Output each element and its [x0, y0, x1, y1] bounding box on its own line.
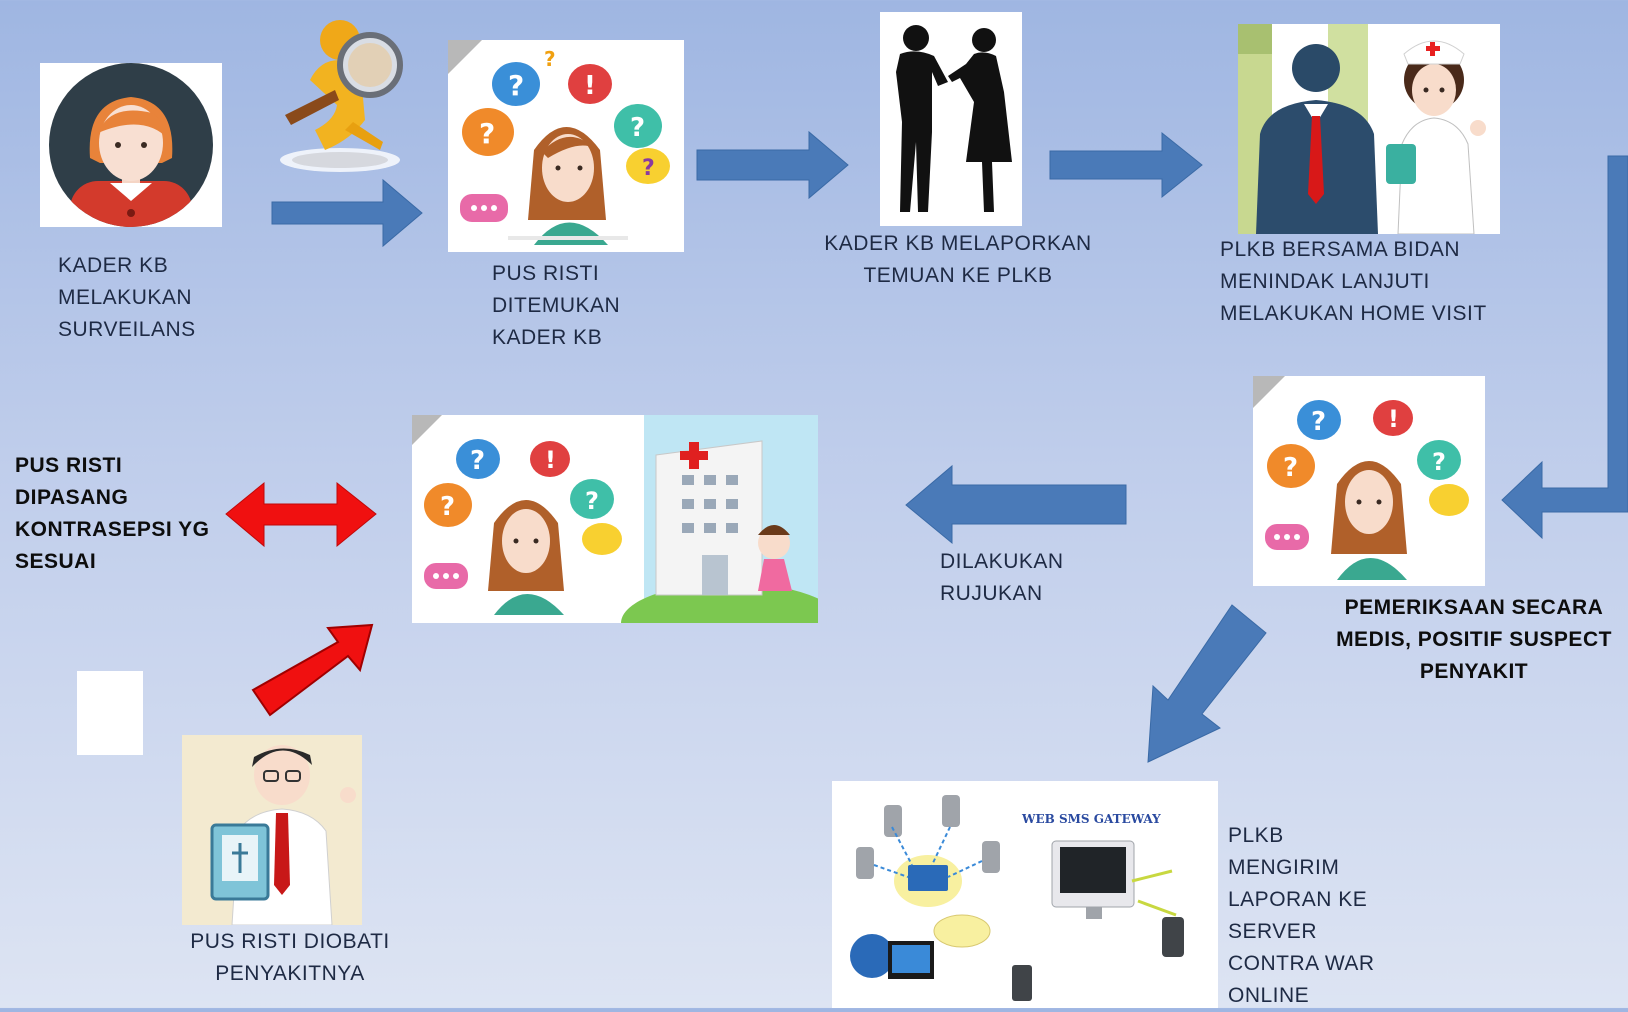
label-pemeriksaan: PEMERIKSAAN SECARA MEDIS, POSITIF SUSPEC…: [1336, 596, 1612, 683]
label-plkb-bidan: PLKB BERSAMA BIDAN MENINDAK LANJUTI MELA…: [1220, 238, 1487, 325]
silhouettes-talking-image: [880, 12, 1022, 226]
referral-hospital-image: ? ! ? ?: [412, 415, 818, 623]
label-kontrasepsi: PUS RISTI DIPASANG KONTRASEPSI YG SESUAI: [15, 454, 210, 573]
red-double-arrow: [225, 481, 377, 548]
arrow-elbow: [1501, 155, 1628, 540]
label-kader-melaporkan: KADER KB MELAPORKAN TEMUAN KE PLKB: [824, 232, 1092, 287]
plkb-nurse-image: [1238, 24, 1500, 234]
label-rujukan: DILAKUKAN RUJUKAN: [940, 550, 1064, 605]
blank-box: [77, 671, 143, 755]
svg-text:?: ?: [1432, 448, 1446, 476]
svg-text:!: !: [1388, 405, 1399, 433]
doctor-image: [182, 735, 362, 925]
red-diagonal-arrow: [251, 623, 374, 717]
arrow-rujukan: [905, 464, 1127, 545]
magnifier-figure-image: [265, 10, 415, 175]
kader-avatar-image: [40, 63, 222, 227]
sms-gateway-image: WEB SMS GATEWAY: [832, 781, 1218, 1008]
svg-text:?: ?: [585, 487, 599, 515]
svg-text:?: ?: [642, 156, 655, 181]
svg-text:!: !: [584, 71, 596, 101]
confused-woman-image: ? ! ? ? ? ?: [448, 40, 684, 252]
arrow-diagonal: [1147, 604, 1267, 763]
svg-text:?: ?: [1283, 453, 1298, 483]
svg-text:?: ?: [470, 446, 485, 476]
svg-text:?: ?: [1311, 407, 1326, 437]
label-sms-report: PLKB MENGIRIM LAPORAN KE SERVER CONTRA W…: [1228, 824, 1375, 1007]
label-kader-surveilans: KADER KB MELAKUKAN SURVEILANS: [58, 254, 196, 341]
medical-exam-image: ? ! ? ?: [1253, 376, 1485, 586]
svg-text:?: ?: [630, 113, 645, 143]
svg-text:?: ?: [440, 492, 455, 522]
arrow-3: [1049, 131, 1203, 199]
arrow-2: [696, 130, 849, 200]
svg-text:?: ?: [479, 117, 495, 150]
svg-text:?: ?: [508, 69, 524, 102]
arrow-1: [271, 178, 423, 248]
sms-gateway-title: WEB SMS GATEWAY: [1021, 812, 1161, 826]
svg-text:!: !: [545, 446, 556, 474]
label-pus-ditemukan: PUS RISTI DITEMUKAN KADER KB: [492, 262, 621, 349]
svg-text:?: ?: [544, 47, 556, 71]
label-diobati: PUS RISTI DIOBATI PENYAKITNYA: [190, 930, 390, 985]
